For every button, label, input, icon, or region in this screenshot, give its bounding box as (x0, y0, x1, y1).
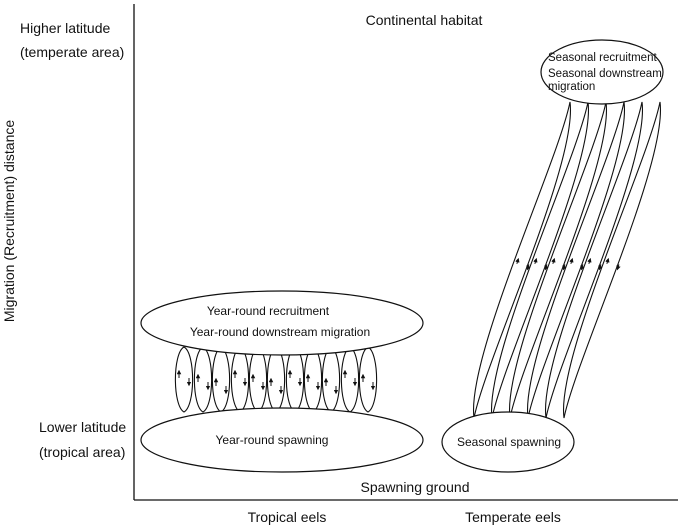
tropical-loop (266, 346, 286, 413)
temperate-recruitment-ellipse (540, 39, 664, 105)
up-arrow-icon (515, 257, 520, 264)
temperate-loop (472, 101, 572, 419)
temperate-downstream-text: Seasonal downstream (548, 68, 662, 80)
tropical-spawning-text: Year-round spawning (215, 433, 329, 447)
temperate-migration-loops (472, 101, 662, 419)
temperate-migration-text: migration (548, 81, 596, 93)
up-arrow-icon (587, 257, 592, 264)
down-arrow-icon (598, 264, 603, 271)
temperate-loop (562, 101, 662, 419)
up-arrow-icon (533, 257, 538, 264)
tropical-loop (193, 346, 213, 413)
tropical-spawning-ellipse (140, 407, 424, 473)
down-arrow-icon (616, 264, 621, 271)
tropical-loop (230, 346, 250, 413)
tropical-loop (211, 346, 231, 413)
up-arrow-icon (569, 257, 574, 264)
tropical-loop (248, 346, 268, 413)
down-arrow-icon (580, 264, 585, 271)
down-arrow-icon (562, 264, 567, 271)
y-axis-bottom-label-2: (tropical area) (39, 444, 126, 460)
temperate-spawning-ellipse (441, 411, 575, 473)
down-arrow-icon (526, 264, 531, 271)
tropical-loop (285, 346, 305, 413)
tropical-loop (358, 346, 378, 413)
down-arrow-icon (544, 264, 549, 271)
up-arrow-icon (605, 257, 610, 264)
temperate-recruitment-text: Seasonal recruitment (548, 52, 657, 64)
y-axis-top-label-1: Higher latitude (20, 20, 111, 36)
continental-habitat-label: Continental habitat (365, 12, 483, 28)
tropical-migration-loops (174, 346, 378, 413)
x-category-tropical-eels: Tropical eels (247, 509, 327, 525)
y-axis-bottom-label-1: Lower latitude (39, 419, 127, 435)
tropical-loop (174, 346, 194, 413)
tropical-recruitment-ellipse (140, 290, 424, 356)
tropical-loop (340, 346, 360, 413)
x-category-temperate-eels: Temperate eels (465, 509, 561, 525)
spawning-ground-label: Spawning ground (360, 479, 470, 495)
up-arrow-icon (551, 257, 556, 264)
y-axis-top-label-2: (temperate area) (20, 44, 125, 60)
y-axis-title: Migration (Recruitment) distance (1, 119, 17, 323)
temperate-spawning-text: Seasonal spawning (456, 435, 562, 449)
tropical-loop (321, 346, 341, 413)
temperate-loop (490, 101, 590, 419)
temperate-loop (544, 101, 644, 419)
tropical-loop (303, 346, 323, 413)
tropical-recruitment-text: Year-round recruitment (206, 304, 330, 318)
temperate-loop (508, 101, 608, 419)
tropical-downstream-text: Year-round downstream migration (189, 325, 371, 339)
temperate-loop (526, 101, 626, 419)
